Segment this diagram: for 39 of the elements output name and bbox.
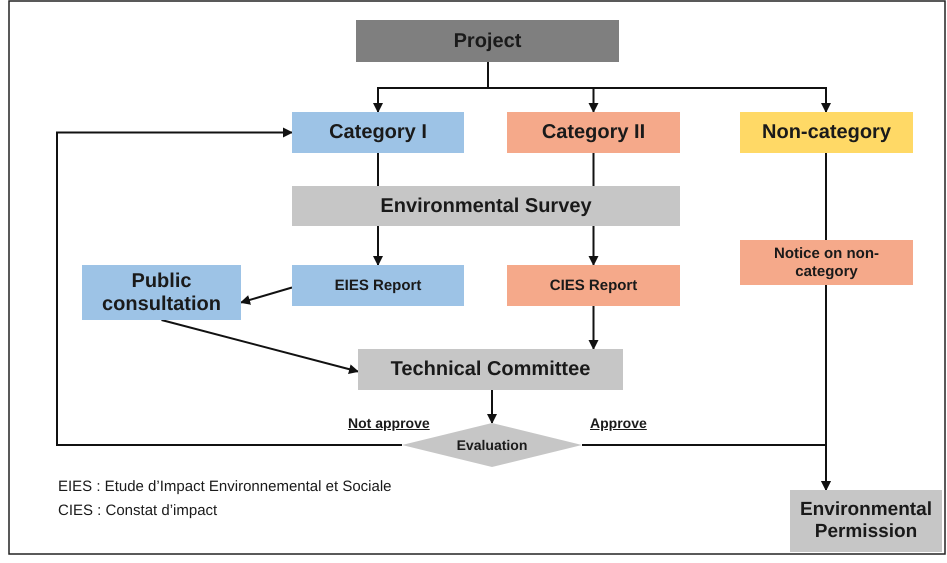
process-box bbox=[507, 112, 680, 153]
process-box bbox=[740, 112, 913, 153]
arrow bbox=[821, 285, 831, 491]
process-box bbox=[740, 240, 913, 285]
node-label: Notice on non-category bbox=[773, 245, 880, 280]
note-text: EIES : Etude d’Impact Environnemental et Sociale bbox=[58, 478, 392, 495]
node-label: CIES Report bbox=[548, 276, 638, 294]
node-label: Non-category bbox=[761, 121, 892, 144]
edge-label: Approve bbox=[588, 415, 649, 431]
connector-line bbox=[592, 153, 594, 186]
arrow bbox=[161, 319, 359, 374]
node-label: Evaluation bbox=[456, 436, 528, 454]
node-label: Project bbox=[452, 30, 522, 52]
connector-line bbox=[377, 153, 379, 186]
process-box bbox=[358, 349, 623, 390]
node-label: EIES Report bbox=[334, 276, 422, 294]
node-label: Environmental Survey bbox=[379, 194, 593, 218]
arrow bbox=[588, 226, 598, 266]
process-box bbox=[790, 490, 942, 552]
arrow bbox=[588, 306, 598, 350]
arrow bbox=[56, 128, 402, 446]
note-text: CIES : Constat d’impact bbox=[58, 502, 218, 519]
process-box bbox=[507, 265, 680, 306]
process-box bbox=[82, 265, 241, 320]
node-label: Technical Committee bbox=[390, 358, 592, 381]
node-label: Category I bbox=[328, 121, 428, 144]
arrow bbox=[487, 62, 831, 113]
process-box bbox=[292, 112, 464, 153]
process-box bbox=[356, 20, 619, 62]
edge-label: Not approve bbox=[346, 415, 432, 431]
arrow bbox=[373, 226, 383, 266]
node-label: Public consultation bbox=[101, 270, 222, 316]
process-box bbox=[292, 265, 464, 306]
process-box bbox=[292, 186, 680, 226]
connector-line bbox=[825, 153, 827, 240]
arrow bbox=[487, 390, 497, 424]
arrow bbox=[240, 286, 292, 305]
node-label: Category II bbox=[540, 121, 646, 144]
node-label: Environmental Permission bbox=[799, 499, 933, 543]
